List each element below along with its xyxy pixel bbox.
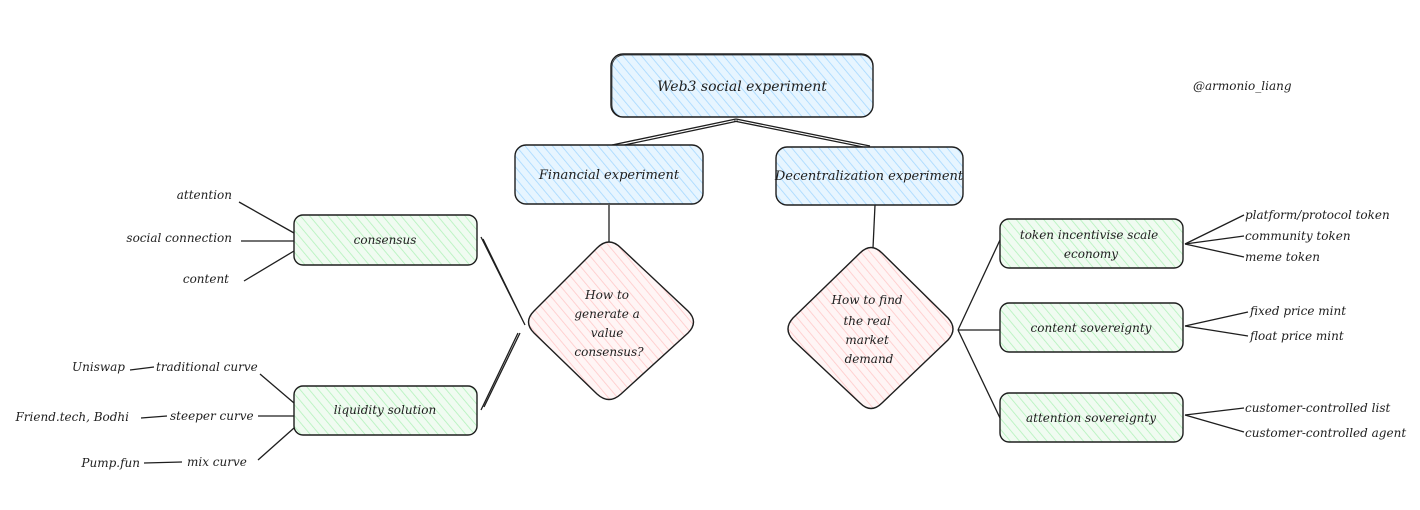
author-handle: @armonio_liang	[1193, 79, 1292, 93]
token-node-label-line-2: economy	[1064, 247, 1118, 261]
decentralization-node[interactable]: Decentralization experiment	[774, 146, 964, 206]
market-question-line-3: market	[845, 333, 889, 347]
financial-node[interactable]: Financial experiment	[514, 144, 704, 205]
leaf-steeper-curve: steeper curve	[170, 409, 254, 423]
attention-sovereignty-node-label: attention sovereignty	[1026, 411, 1156, 425]
connector-uniswap	[129, 366, 155, 371]
token-node[interactable]: token incentivise scale economy	[999, 218, 1184, 269]
leaf-attention: attention	[177, 188, 232, 202]
value-question-line-3: value	[591, 326, 624, 340]
connector-float-price	[1184, 325, 1249, 337]
consensus-node-label: consensus	[354, 233, 417, 247]
root-node-label: Web3 social experiment	[657, 79, 827, 95]
leaf-meme-token: meme token	[1245, 250, 1320, 264]
attention-sovereignty-node[interactable]: attention sovereignty	[999, 392, 1184, 443]
value-question-line-2: generate a	[574, 307, 639, 321]
connector-cc-agent	[1184, 414, 1245, 433]
leaf-traditional-curve: traditional curve	[156, 360, 258, 374]
connector-pumpfun	[143, 461, 183, 464]
value-question-line-1: How to	[584, 288, 629, 302]
consensus-node[interactable]: consensus	[293, 214, 478, 266]
connector-value-liquidity	[480, 332, 521, 411]
market-question-line-1: How to find	[831, 293, 903, 307]
root-node[interactable]: Web3 social experiment	[610, 53, 874, 118]
leaf-mix-curve: mix curve	[187, 455, 247, 469]
connectors	[129, 118, 1249, 464]
leaf-uniswap: Uniswap	[72, 360, 125, 374]
connector-content	[243, 250, 295, 282]
connector-mix-curve	[257, 427, 295, 461]
svg-text:How to generate a: How to generate a value consensus?	[574, 288, 644, 359]
leaf-fixed-price: fixed price mint	[1249, 304, 1346, 318]
connector-community-token	[1184, 235, 1245, 245]
leaf-float-price: float price mint	[1249, 329, 1344, 343]
connector-friendtech	[140, 415, 168, 419]
market-demand-diamond[interactable]: How to find the real market demand	[787, 246, 954, 410]
svg-text:token incentivise scale: token incentivise scale economy	[1020, 228, 1162, 261]
connector-attention	[238, 201, 295, 234]
connector-cc-list	[1184, 407, 1245, 416]
leaf-labels: attention social connection content Unis…	[14, 188, 1406, 470]
token-node-label-line-1: token incentivise scale	[1020, 228, 1158, 242]
connector-root-decentralization	[733, 118, 871, 149]
leaf-platform-token: platform/protocol token	[1245, 208, 1390, 222]
leaf-content: content	[183, 272, 229, 286]
connector-decentralization-market	[872, 204, 876, 249]
value-consensus-diamond[interactable]: How to generate a value consensus?	[527, 241, 695, 401]
content-sovereignty-node[interactable]: content sovereignty	[999, 302, 1184, 353]
connector-value-consensus	[480, 236, 526, 326]
connector-meme-token	[1184, 243, 1245, 258]
liquidity-node-label: liquidity solution	[334, 403, 436, 417]
leaf-community-token: community token	[1245, 229, 1351, 243]
liquidity-node[interactable]: liquidity solution	[293, 385, 478, 436]
connector-market-attention	[957, 329, 1001, 419]
market-question-line-2: the real	[843, 314, 890, 328]
connector-root-financial	[611, 118, 739, 148]
market-question-line-4: demand	[845, 352, 894, 366]
financial-node-label: Financial experiment	[538, 168, 680, 183]
leaf-pumpfun: Pump.fun	[80, 456, 140, 470]
leaf-cc-agent: customer-controlled agent	[1245, 426, 1406, 440]
leaf-social-connection: social connection	[126, 231, 232, 245]
connector-platform-token	[1184, 214, 1245, 245]
decentralization-node-label: Decentralization experiment	[774, 169, 964, 184]
connector-fixed-price	[1184, 311, 1249, 327]
svg-text:How to find the real: How to find the real market demand	[831, 293, 907, 366]
content-sovereignty-node-label: content sovereignty	[1031, 321, 1152, 335]
leaf-friendtech: Friend.tech, Bodhi	[14, 410, 129, 424]
leaf-cc-list: customer-controlled list	[1245, 401, 1390, 415]
value-question-line-4: consensus?	[574, 345, 644, 359]
connector-market-token	[957, 239, 1001, 331]
connector-traditional-curve	[259, 373, 295, 404]
